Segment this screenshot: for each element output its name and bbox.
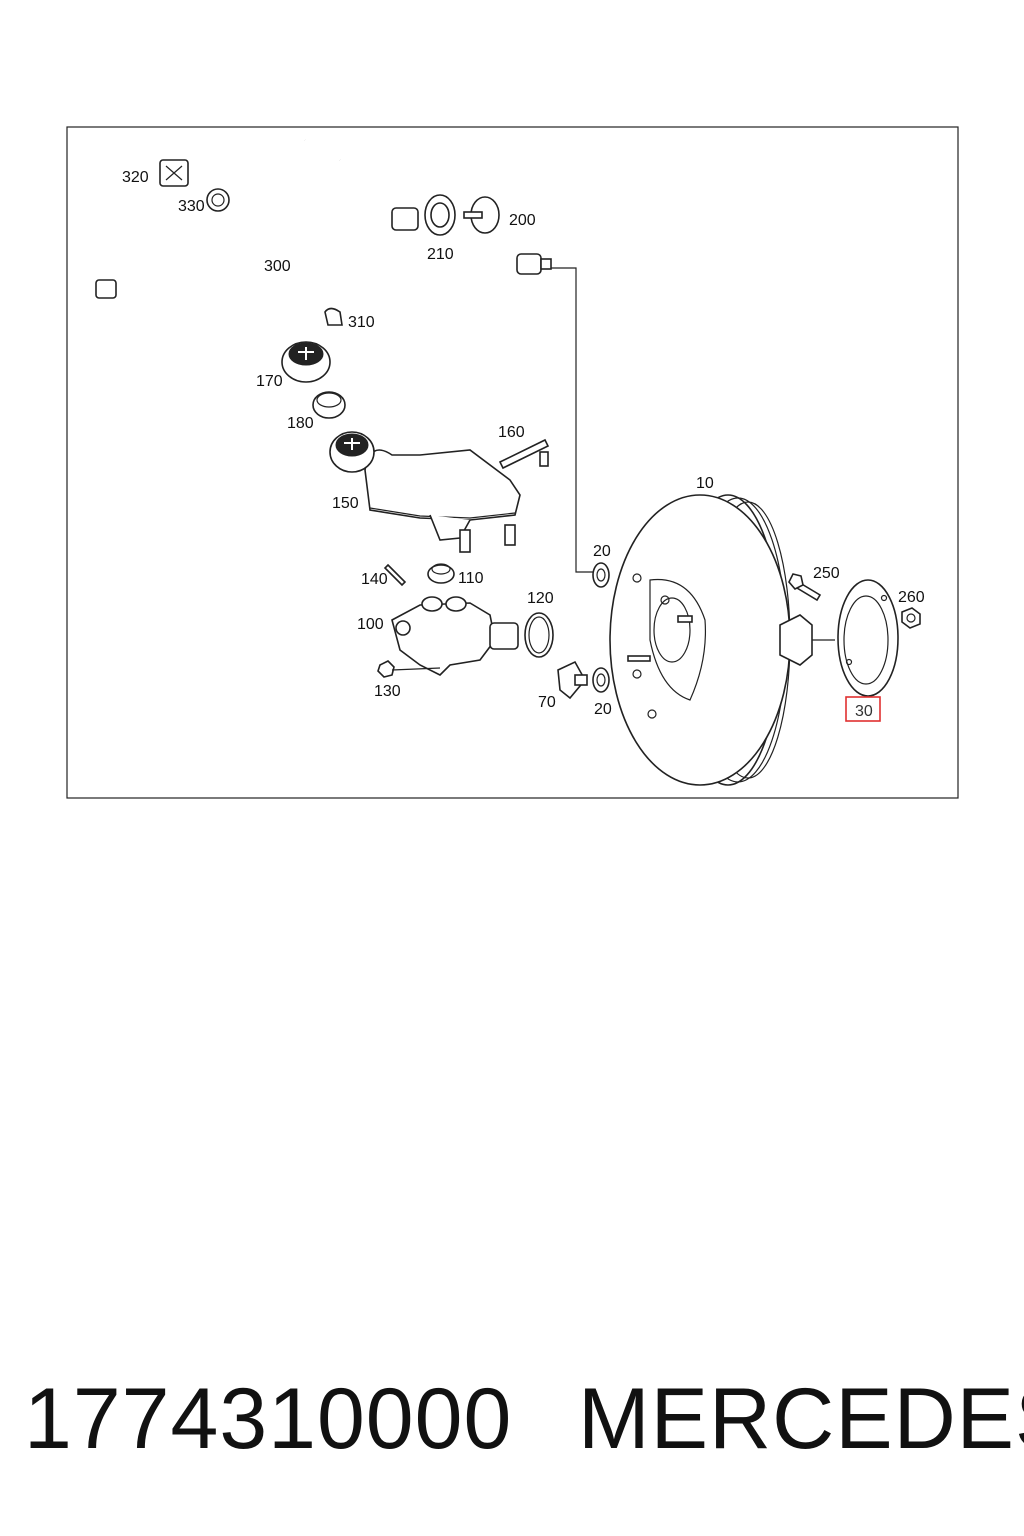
brand-name: MERCEDES xyxy=(578,1371,1024,1467)
clamp-330 xyxy=(206,188,230,212)
callout-130: 130 xyxy=(374,683,401,700)
grommet-20-lower xyxy=(592,667,610,693)
callout-180: 180 xyxy=(287,415,314,432)
part-number: 1774310000 xyxy=(24,1371,513,1467)
nut-260 xyxy=(901,607,921,629)
brake-fluid-reservoir-150 xyxy=(329,431,521,553)
callout-150: 150 xyxy=(332,495,359,512)
highlight-box-30 xyxy=(845,696,881,722)
grommet-210 xyxy=(424,194,456,236)
grommet-20-upper xyxy=(592,562,610,588)
reservoir-cap-170 xyxy=(281,341,331,383)
callout-310: 310 xyxy=(348,314,375,331)
callout-170: 170 xyxy=(256,373,283,390)
level-sensor-160 xyxy=(498,438,550,470)
parts-diagram: 10 20 20 30 70 100 110 120 130 140 150 1… xyxy=(66,126,959,799)
nut-130 xyxy=(377,660,441,678)
callout-70: 70 xyxy=(538,694,556,711)
callout-250: 250 xyxy=(813,565,840,582)
clip-310 xyxy=(324,307,343,326)
callout-110: 110 xyxy=(458,570,484,587)
callout-10: 10 xyxy=(696,475,714,492)
callout-210: 210 xyxy=(427,246,454,263)
callout-160: 160 xyxy=(498,424,525,441)
o-ring-120 xyxy=(524,612,554,658)
callout-320: 320 xyxy=(122,169,149,186)
callout-260: 260 xyxy=(898,589,925,606)
callout-20-lower: 20 xyxy=(594,701,612,718)
callout-100: 100 xyxy=(357,616,384,633)
callout-120: 120 xyxy=(527,590,554,607)
seal-ring-180 xyxy=(312,391,346,419)
callout-30: 30 xyxy=(855,703,873,720)
footer-caption: 1774310000 MERCEDES xyxy=(0,1370,1024,1480)
seal-110 xyxy=(427,563,455,584)
callout-300: 300 xyxy=(264,258,291,275)
bolt-250 xyxy=(788,573,822,602)
brake-booster-10 xyxy=(609,494,835,786)
callout-20-upper: 20 xyxy=(593,543,611,560)
master-cylinder-100 xyxy=(391,596,519,676)
pin-140 xyxy=(383,563,407,587)
gasket-30 xyxy=(837,579,899,697)
callout-200: 200 xyxy=(509,212,536,229)
clip-320 xyxy=(159,159,189,187)
check-valve-200 xyxy=(463,196,598,573)
sensor-70 xyxy=(557,660,588,700)
callout-330: 330 xyxy=(178,198,205,215)
vacuum-hose-300 xyxy=(95,137,419,299)
callout-140: 140 xyxy=(361,571,388,588)
diagram-frame xyxy=(66,126,959,799)
